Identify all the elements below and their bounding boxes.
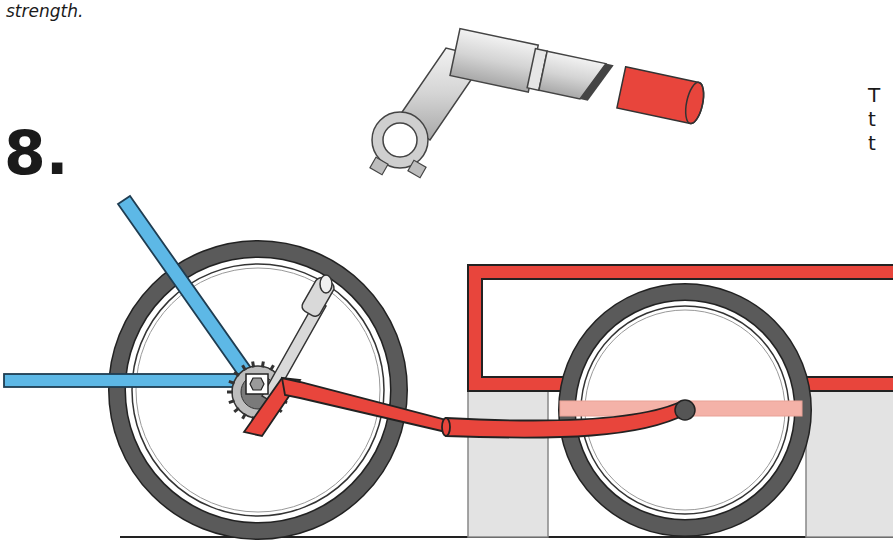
instruction-text: T bbox=[868, 84, 880, 106]
support-block bbox=[468, 390, 548, 537]
tow-bar bbox=[244, 378, 686, 438]
front-wheel bbox=[117, 249, 399, 531]
support-block bbox=[806, 390, 893, 537]
hex-bolt bbox=[246, 374, 268, 394]
instruction-text: t bbox=[868, 108, 876, 130]
rear-hub bbox=[675, 400, 695, 420]
instruction-text: strength. bbox=[6, 2, 83, 21]
handlebar-stem bbox=[370, 29, 708, 178]
bike-frame-tube bbox=[4, 196, 258, 387]
step-number: 8. bbox=[4, 120, 69, 186]
instruction-text: t bbox=[868, 132, 876, 154]
